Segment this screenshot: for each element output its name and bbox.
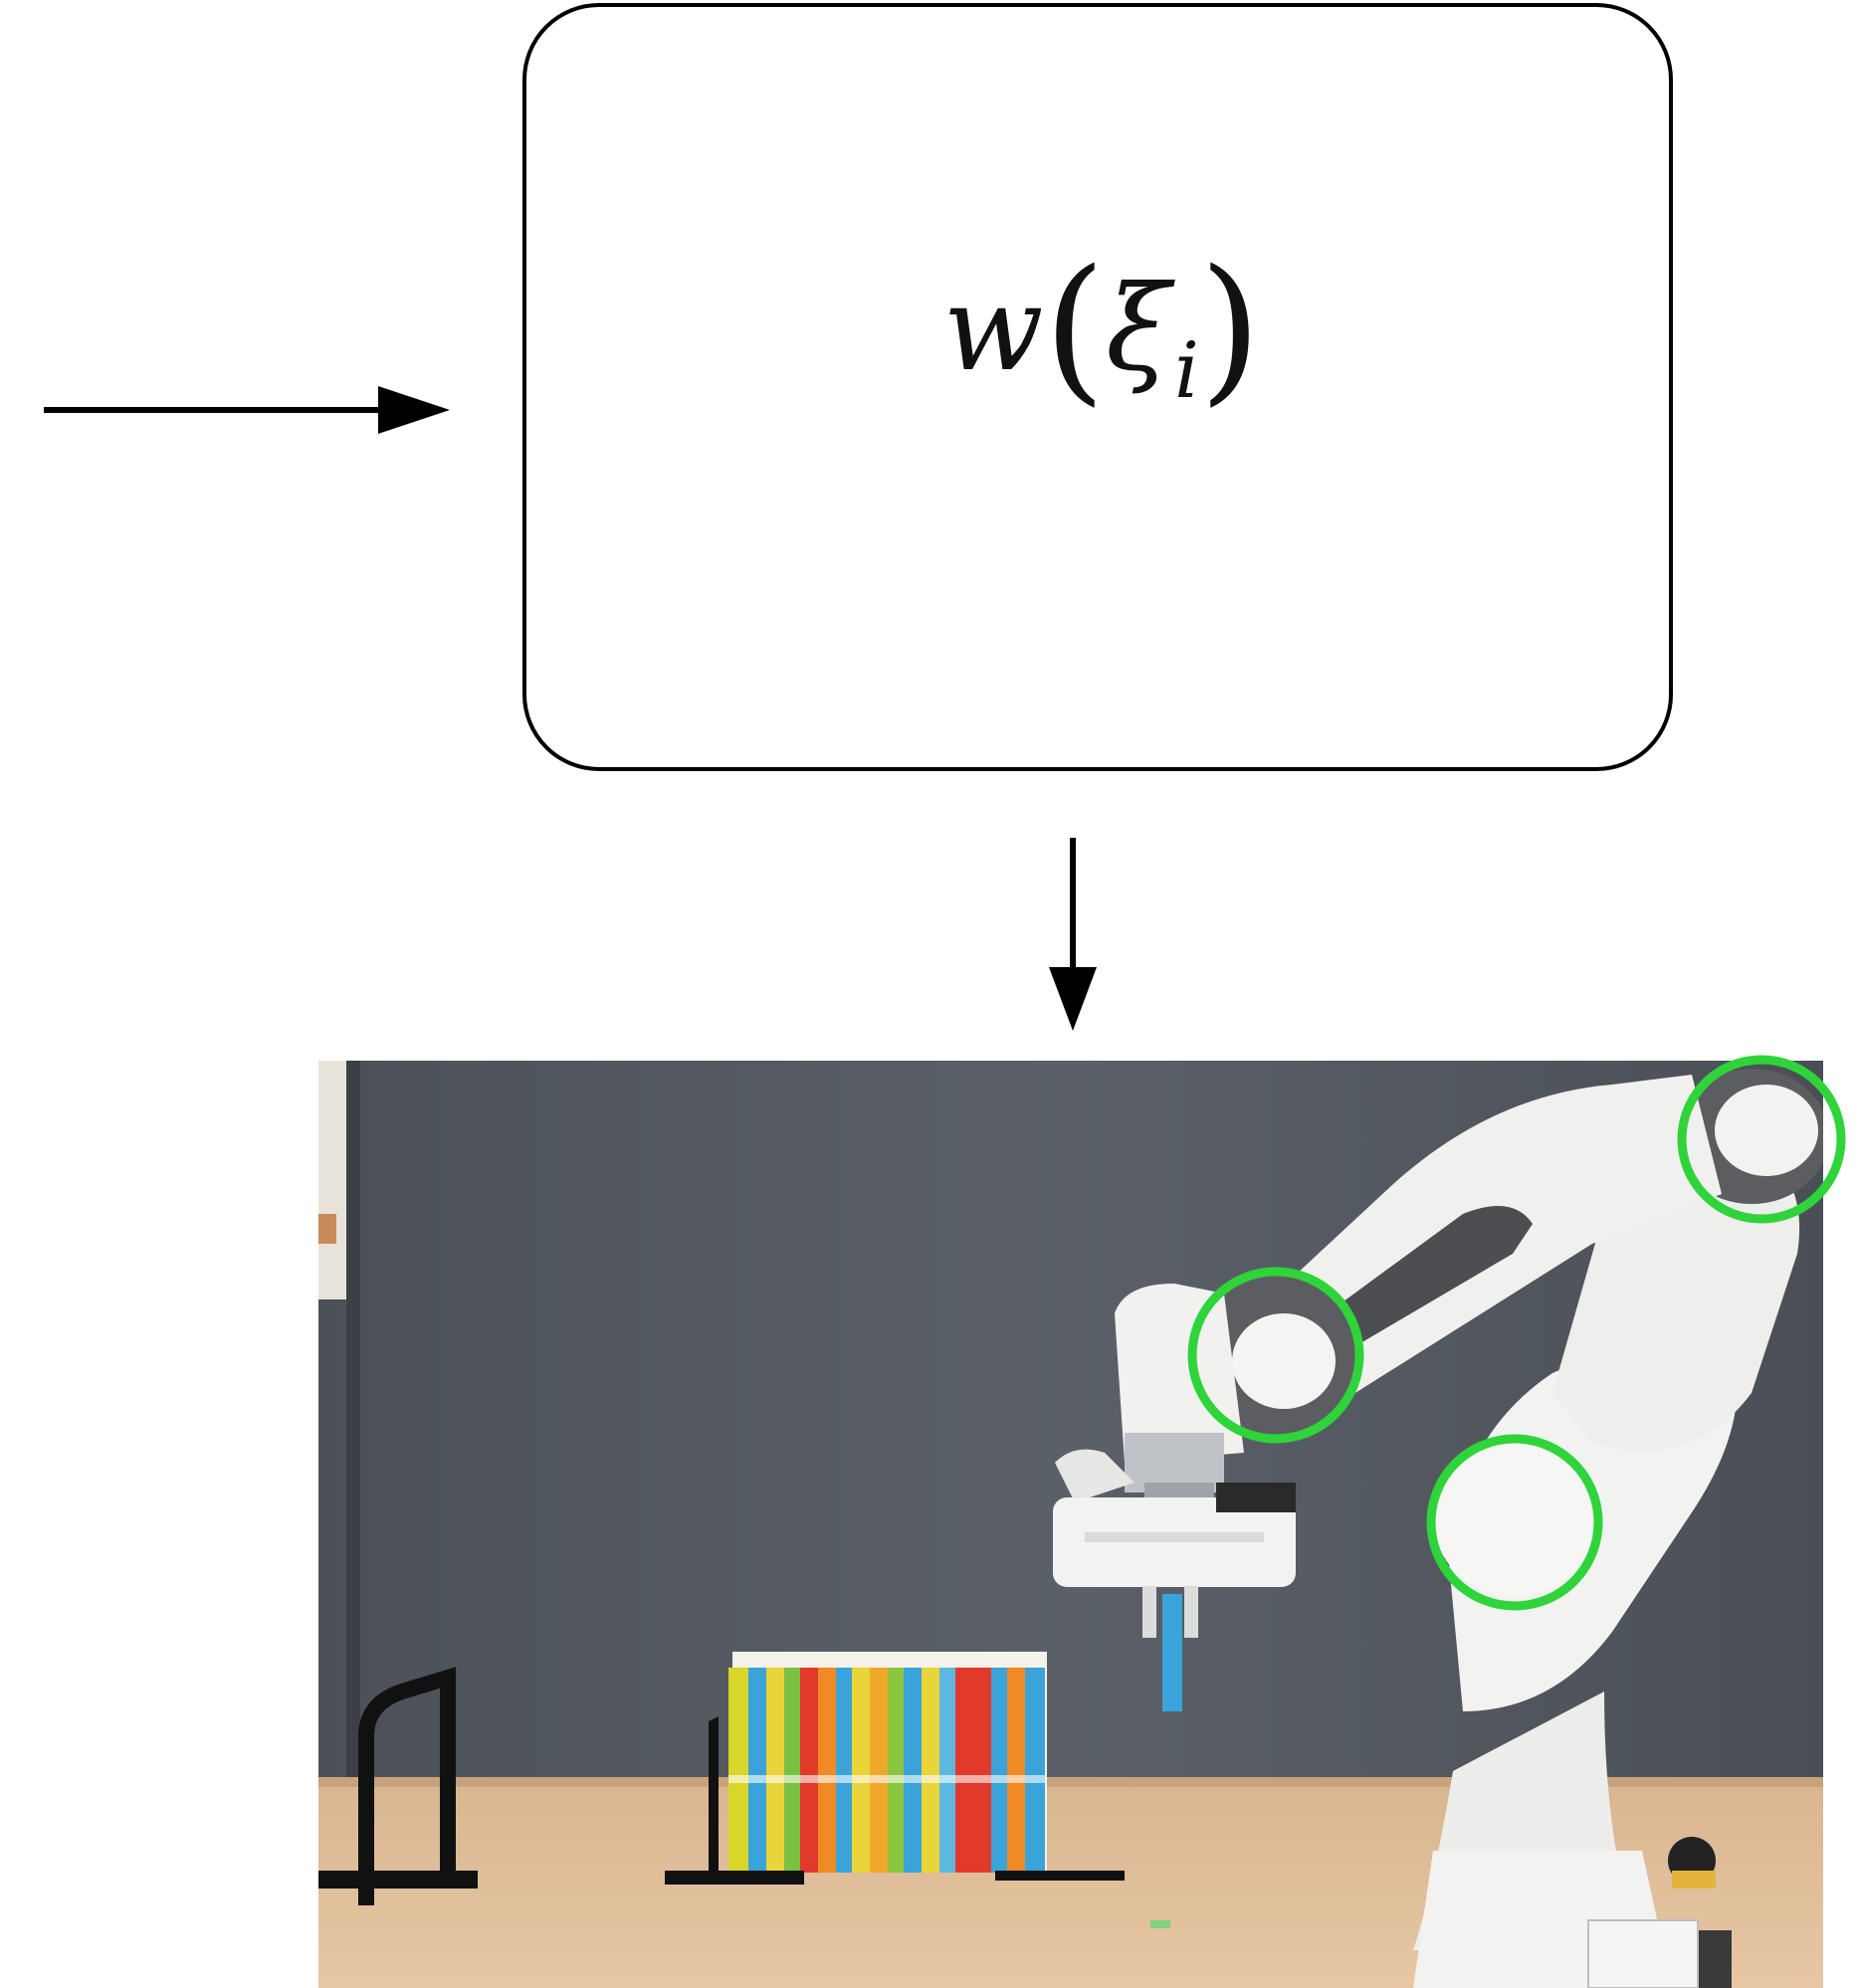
formula-variable: ξ xyxy=(1106,260,1171,397)
process-formula: w(ξi) xyxy=(527,249,1677,411)
joint-highlights xyxy=(1187,1055,1846,1611)
input-arrow xyxy=(44,386,450,434)
highlight-circle-elbow xyxy=(1426,1434,1603,1611)
highlight-circle-top xyxy=(1677,1055,1846,1224)
robot-arm-photo xyxy=(318,1061,1823,1988)
highlight-circle-wrist xyxy=(1187,1267,1364,1444)
formula-subscript: i xyxy=(1174,326,1199,416)
output-arrow xyxy=(1049,838,1097,1031)
left-bookend xyxy=(318,1667,478,1905)
formula-close-paren: ) xyxy=(1198,235,1262,421)
book-stack xyxy=(665,1652,1125,1885)
formula-function: w xyxy=(942,260,1044,397)
process-box xyxy=(522,3,1673,771)
formula-open-paren: ( xyxy=(1043,235,1107,421)
